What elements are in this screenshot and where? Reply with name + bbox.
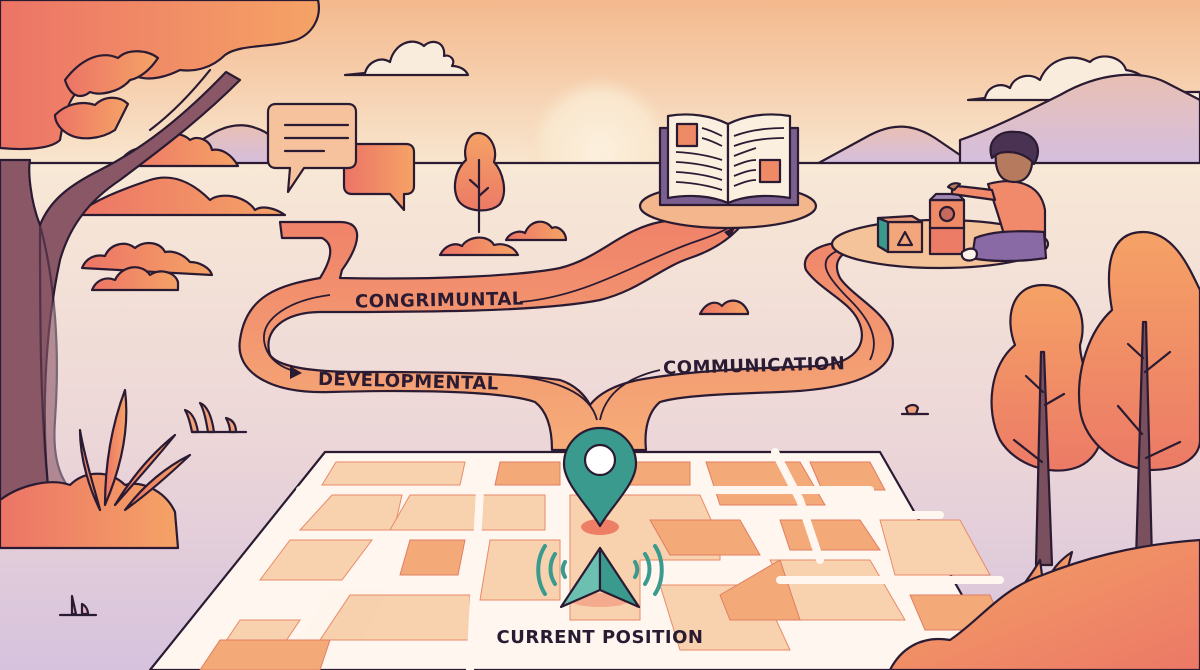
right-foreground-hill: [888, 538, 1200, 670]
small-tree-center: [438, 131, 568, 257]
open-book-icon: [638, 113, 818, 230]
speech-bubbles-icon: [266, 102, 416, 212]
path-label-communication: COMMUNICATION: [663, 353, 846, 379]
left-bushes: [80, 242, 214, 292]
navigation-arrow-icon: [536, 544, 664, 609]
winding-paths: [238, 202, 895, 452]
left-foreground-plants: [0, 388, 192, 550]
current-position-label: CURRENT POSITION: [497, 627, 704, 648]
path-label-developmental: DEVELOPMENTAL: [318, 369, 499, 395]
location-pin-icon: [562, 426, 638, 535]
mountain-right-small: [813, 125, 977, 167]
right-trees: [990, 230, 1200, 592]
left-hills: [73, 176, 287, 217]
large-tree-left: [0, 0, 320, 507]
child-with-blocks-icon: [830, 130, 1050, 270]
small-mound: [698, 299, 750, 316]
path-label-congrimuntal: CONGRIMUNTAL: [355, 289, 524, 313]
cloud-left: [343, 40, 470, 77]
grass-tufts: [58, 401, 930, 617]
